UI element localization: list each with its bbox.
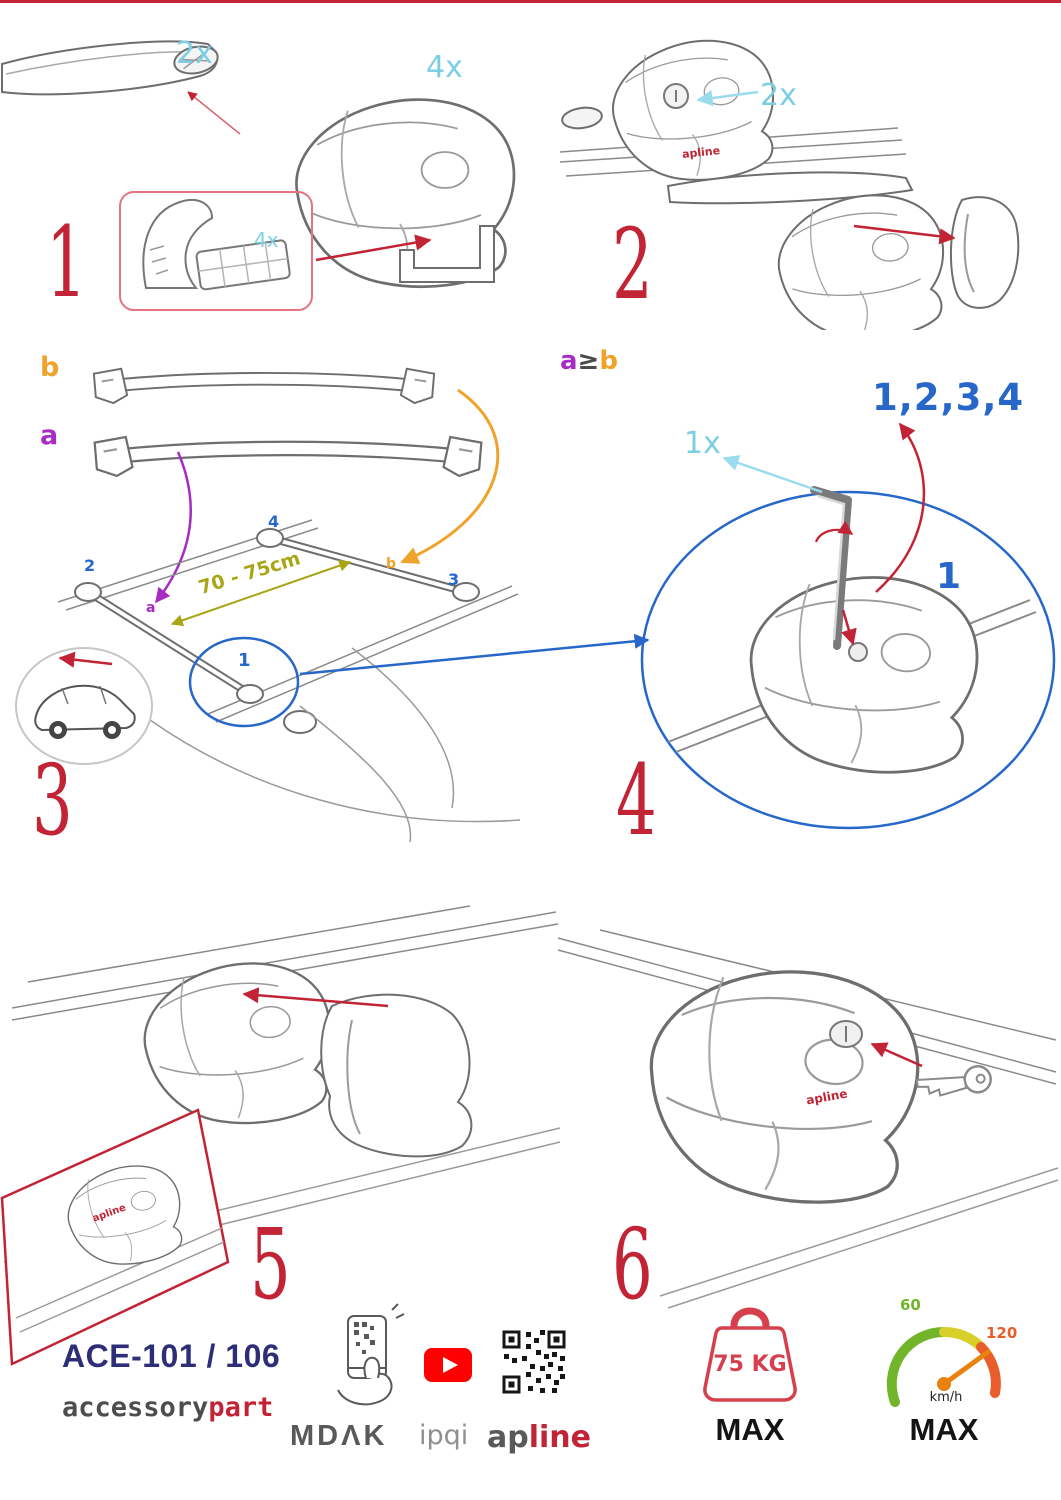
bar-a-mark: a [146, 600, 156, 616]
focus-circle [188, 636, 300, 728]
footer-artwork [337, 1303, 1001, 1407]
bar-a-topview [93, 435, 483, 478]
brand-logo-accessory: accessory [62, 1392, 209, 1423]
brand-logo: accessorypart [62, 1392, 273, 1423]
tighten-arrow [841, 609, 857, 646]
speed-low-label: 60 [900, 1296, 921, 1314]
position-ref-label: 1 [936, 556, 962, 597]
phone-qr-icon [337, 1303, 405, 1406]
band3-artwork [0, 905, 1059, 1366]
condition-a: a [560, 346, 578, 376]
condition-operator: ≥ [577, 346, 600, 376]
speed-unit-label: km/h [929, 1390, 963, 1405]
youtube-icon [424, 1348, 472, 1382]
mounted-foot-inset [0, 1108, 230, 1366]
step6-number: 6 [612, 1208, 653, 1321]
product-code: ACE-101 / 106 [62, 1338, 281, 1374]
end-cover [949, 196, 1020, 309]
apline-logo-line: line [528, 1420, 591, 1455]
bar-quantity: 2x [176, 36, 213, 71]
pad-insert-arrow [315, 234, 432, 262]
step4-number: 4 [616, 744, 657, 857]
purple-a-arrow [155, 451, 192, 604]
lock-qty-arrow [696, 90, 759, 107]
apline-logo: apline [487, 1420, 591, 1455]
sequence-arrow [875, 422, 926, 593]
position-4-label: 4 [268, 512, 280, 531]
qr-code [500, 1328, 568, 1396]
step1-number: 1 [46, 206, 87, 319]
windshield-lines [149, 647, 521, 843]
foot-quantity: 4x [426, 50, 463, 85]
spare-foot [283, 710, 317, 734]
pad-quantity: 4x [254, 228, 279, 252]
position-1-label: 1 [238, 650, 251, 671]
foot-drawing-step1 [295, 98, 516, 289]
speed-high-label: 120 [986, 1324, 1018, 1342]
bar-a-label: a [40, 420, 59, 451]
foot-bracket [399, 225, 495, 283]
ipqi-logo: ipqi [419, 1420, 469, 1451]
max-weight-label: MAX [715, 1412, 785, 1447]
foot-on-bar-drawing-step2 [559, 33, 907, 190]
tool-quantity: 1x [684, 426, 721, 461]
allen-key [810, 486, 852, 650]
bar-b-mark: b [386, 556, 397, 572]
zoom-link-arrow [299, 633, 650, 676]
lock-quantity: 2x [760, 78, 797, 113]
crossbar-drawing [1, 40, 241, 135]
car-direction-inset [15, 647, 153, 765]
key [915, 1065, 992, 1097]
band1-artwork [1, 33, 1020, 330]
band2-artwork [15, 367, 1056, 843]
apline-logo-ap: ap [487, 1420, 529, 1455]
condition-b: b [599, 346, 618, 376]
roof-topview-drawing [57, 519, 521, 843]
red-pointer-arrow [187, 91, 241, 135]
weight-icon [703, 1307, 797, 1402]
position-2-label: 2 [84, 556, 96, 575]
rotate-arrow [814, 520, 854, 543]
rubber-pad [195, 239, 291, 291]
cover-slide-arrow [242, 987, 389, 1008]
zoom-detail-step4 [640, 486, 1056, 830]
speedometer-icon [886, 1326, 1001, 1407]
position-3-label: 3 [448, 570, 460, 589]
cover-attach-arrow [853, 224, 956, 245]
mdak-logo: MDΛK [290, 1420, 388, 1452]
step2-number: 2 [612, 208, 653, 321]
max-weight-value: 75 KG [713, 1352, 787, 1377]
distance-arrow [170, 559, 352, 627]
brand-logo-part: part [208, 1392, 274, 1423]
sequence-label: 1,2,3,4 [872, 376, 1025, 419]
bar-b-label: b [40, 352, 60, 383]
step3-number: 3 [32, 744, 73, 857]
cover-slide-drawing-step5 [0, 905, 561, 1366]
max-speed-label: MAX [909, 1412, 979, 1447]
orange-b-arrow [400, 388, 500, 564]
key-lock-drawing-step6 [557, 929, 1059, 1309]
pad-inset [119, 191, 313, 311]
tool-qty-arrow [722, 455, 823, 494]
foot-cover [320, 993, 473, 1158]
cover-attach-drawing-step2 [666, 171, 1020, 330]
step5-number: 5 [250, 1208, 291, 1321]
condition-label: a≥b [560, 346, 618, 376]
bolt-head [848, 642, 868, 662]
travel-direction-arrow [58, 651, 113, 668]
car-silhouette [34, 684, 136, 732]
key-insert-arrow [870, 1042, 923, 1068]
bar-b-topview [92, 367, 436, 404]
section-divider-2 [0, 0, 1061, 3]
